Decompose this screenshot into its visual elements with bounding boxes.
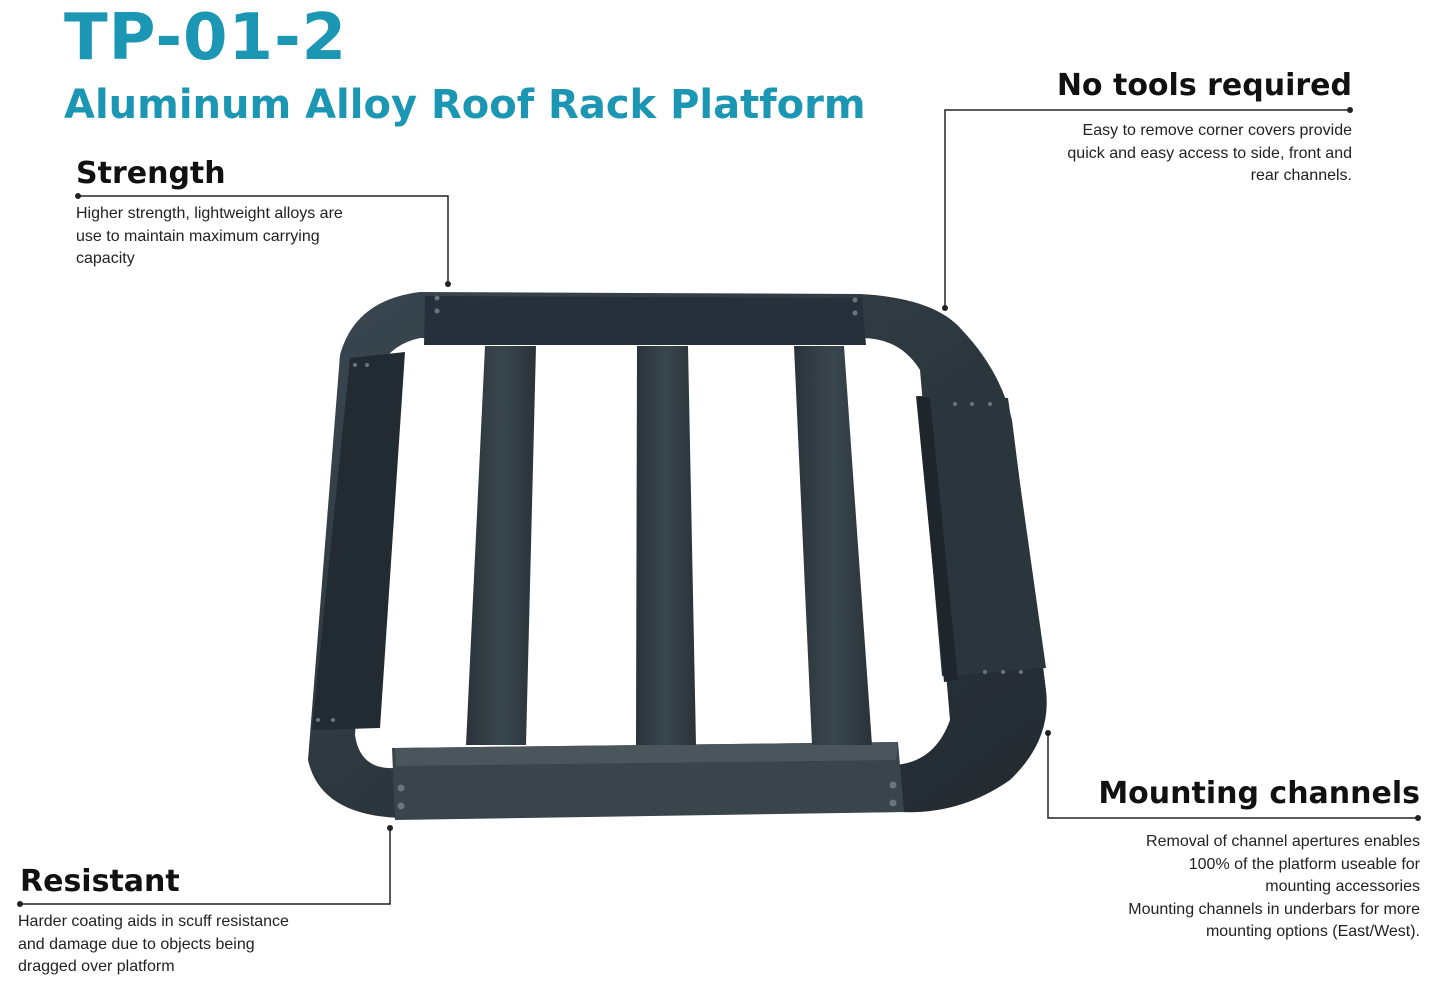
no-tools-title: No tools required [1056, 68, 1352, 103]
resistant-line: and damage due to objects being [18, 935, 255, 953]
resistant-line: dragged over platform [18, 958, 175, 975]
strength-title: Strength [76, 156, 226, 191]
no-tools-line: quick and easy access to side, front and [1067, 144, 1352, 162]
resistant-description: Harder coating aids in scuff resistance … [18, 911, 289, 979]
strength-line: capacity [76, 250, 135, 267]
rack-left-channel [312, 352, 405, 730]
strength-line: use to maintain maximum carrying [76, 227, 320, 245]
mounting-line: mounting accessories [1265, 878, 1420, 895]
slat-left [466, 346, 536, 745]
rack-front-beam [424, 296, 866, 345]
bolts [316, 295, 1023, 810]
mounting-line: mounting options (East/West). [1205, 923, 1420, 940]
mounting-title: Mounting channels [1098, 776, 1420, 811]
resistant-title: Resistant [20, 864, 180, 899]
product-title: Aluminum Alloy Roof Rack Platform [64, 82, 866, 128]
strength-description: Higher strength, lightweight alloys are … [76, 203, 343, 271]
model-number: TP-01-2 [64, 1, 348, 75]
rear-beam-lip [395, 742, 898, 766]
resistant-line: Harder coating aids in scuff resistance [18, 913, 289, 930]
slat-right [794, 346, 872, 745]
mounting-line: Mounting channels in underbars for more [1128, 900, 1420, 918]
callout-dots [17, 107, 1421, 907]
mounting-line: Removal of channel apertures enables [1146, 833, 1420, 850]
mounting-line: 100% of the platform useable for [1188, 855, 1420, 873]
right-channel-slot [916, 396, 958, 682]
no-tools-description: Easy to remove corner covers provide qui… [1067, 120, 1352, 188]
rack-frame [308, 292, 1047, 818]
callout-lines [20, 109, 1418, 905]
strength-line: Higher strength, lightweight alloys are [76, 205, 343, 222]
slat-center [636, 346, 696, 745]
mounting-description: Removal of channel apertures enables 100… [1128, 831, 1420, 944]
no-tools-line: Easy to remove corner covers provide [1082, 122, 1352, 139]
no-tools-line: rear channels. [1250, 167, 1352, 184]
